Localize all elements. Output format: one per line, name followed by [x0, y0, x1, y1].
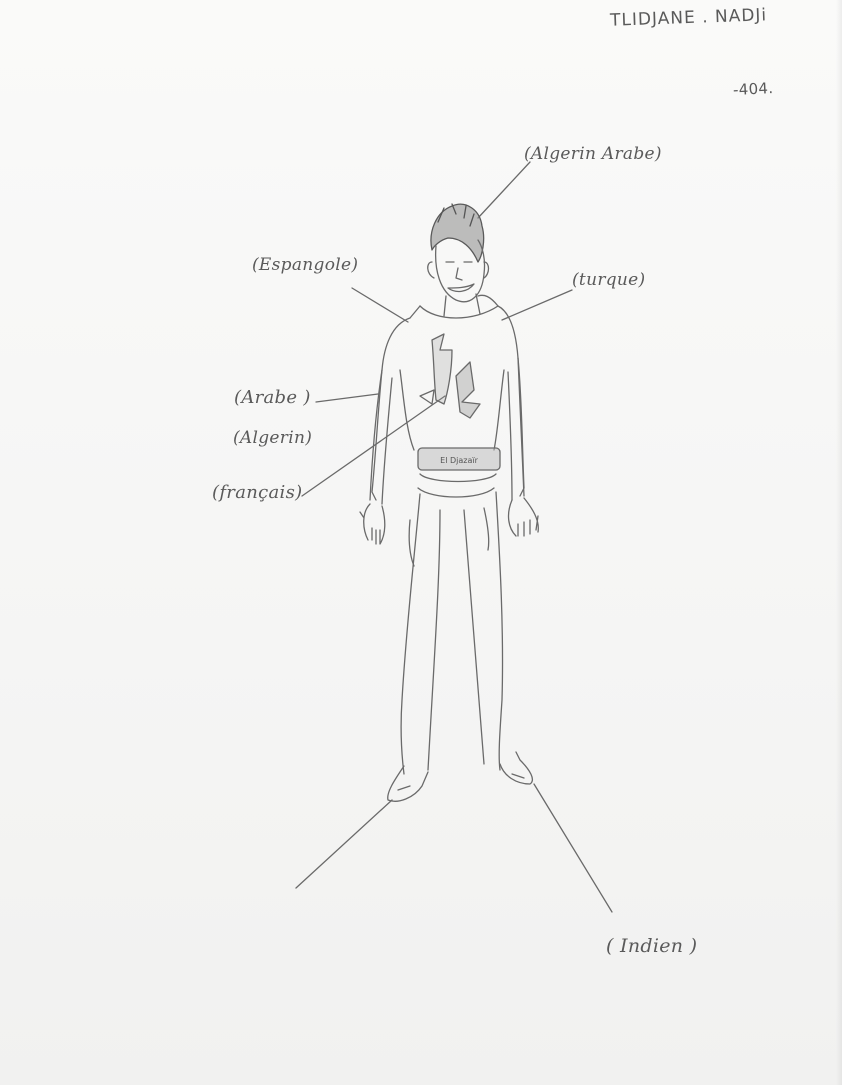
pointer-line-algerien-arabe [478, 162, 530, 218]
pointer-line-arabe [316, 394, 378, 402]
left-hand [360, 504, 385, 544]
label-francais: (français) [212, 482, 302, 503]
pointer-line-indien [534, 784, 612, 912]
label-indien: ( Indien ) [606, 935, 697, 957]
left-shoe [388, 766, 428, 801]
label-algerien: (Algerin) [233, 428, 312, 448]
belt-text: El Djazaïr [440, 456, 478, 465]
pointer-line-left-shoe [296, 800, 392, 888]
right-hand [509, 498, 539, 536]
pointer-line-turque [502, 290, 572, 320]
pointer-line-espagnole [352, 288, 408, 322]
hair [431, 204, 484, 262]
sweater [372, 306, 524, 500]
right-shoe [500, 752, 532, 784]
label-espagnole: (Espangole) [252, 255, 358, 275]
scan-edge-shadow [836, 0, 842, 1085]
right-arm [508, 358, 524, 500]
label-arabe: (Arabe ) [234, 387, 311, 408]
legs [401, 492, 502, 774]
label-algerien-arabe: (Algerin Arabe) [524, 144, 662, 164]
label-turque: (turque) [572, 270, 645, 290]
